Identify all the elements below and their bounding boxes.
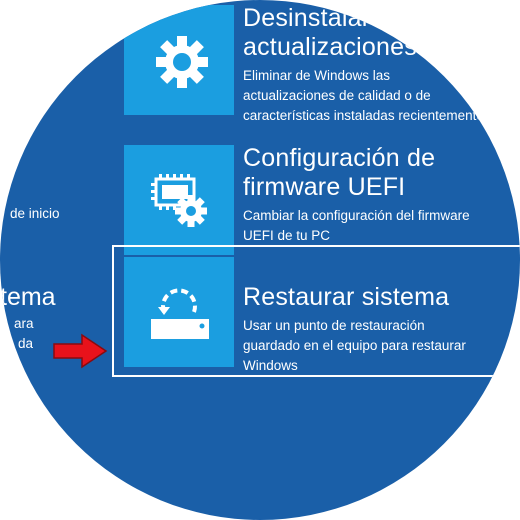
option-tile-uninstall[interactable]: [124, 5, 234, 115]
selection-highlight: [112, 245, 520, 377]
firmware-chip-gear-icon: [151, 174, 207, 227]
option-description: Usar un punto de restauración: [243, 318, 425, 333]
left-option-partial-startup[interactable]: de inicio: [10, 206, 60, 221]
option-description: Cambiar la configuración del firmware: [243, 208, 470, 223]
left-option-partial-desc: ara: [14, 316, 34, 331]
option-description: Windows: [243, 358, 298, 373]
option-title: Desinstalar: [243, 4, 371, 32]
option-tile-uefi[interactable]: [124, 145, 234, 255]
option-tile-restore[interactable]: [124, 257, 234, 367]
option-description: UEFI de tu PC: [243, 228, 331, 243]
option-title: actualizaciones: [243, 33, 417, 61]
left-option-partial-desc: da: [18, 336, 34, 351]
option-title: Configuración de: [243, 144, 436, 172]
option-description: guardado en el equipo para restaurar: [243, 338, 466, 353]
system-restore-icon: [151, 288, 209, 339]
option-title: firmware UEFI: [243, 173, 406, 201]
option-description: características instaladas recientemente: [243, 108, 484, 123]
option-description: actualizaciones de calidad o de: [243, 88, 431, 103]
gear-icon: [156, 36, 208, 88]
option-description: Eliminar de Windows las: [243, 68, 391, 83]
option-title: Restaurar sistema: [243, 283, 450, 311]
red-arrow-icon: [53, 333, 108, 369]
left-option-partial-title[interactable]: tema: [0, 283, 56, 311]
